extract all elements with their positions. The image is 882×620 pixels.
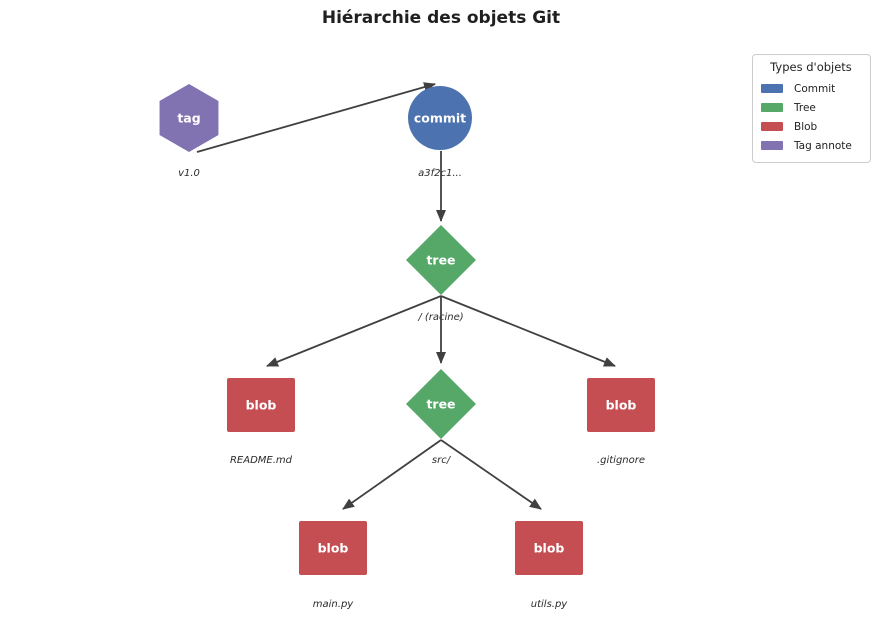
node-label-blob-main: blob bbox=[318, 541, 349, 556]
node-label-blob-utils: blob bbox=[534, 541, 565, 556]
node-blob-main: blob bbox=[299, 521, 367, 575]
blob-rect-shape bbox=[587, 378, 655, 432]
legend-swatch-icon bbox=[761, 141, 783, 150]
nodes-layer: tag commit tree blob tree blob blob blob bbox=[159, 84, 655, 575]
legend-item-tree: Tree bbox=[761, 98, 861, 117]
legend-item-tag-annote: Tag annote bbox=[761, 136, 861, 155]
page-title: Hiérarchie des objets Git bbox=[321, 8, 561, 28]
edges-layer bbox=[196, 82, 616, 510]
blob-rect-shape bbox=[299, 521, 367, 575]
node-tree-src: tree bbox=[406, 369, 476, 439]
edge-tree-src-to-blob-utils bbox=[440, 439, 542, 510]
node-label-blob-gitignore: blob bbox=[606, 398, 637, 413]
node-label-tree-root: tree bbox=[426, 253, 455, 268]
legend-item-label: Commit bbox=[794, 82, 836, 95]
legend-item-label: Blob bbox=[794, 120, 818, 133]
legend-swatch-icon bbox=[761, 84, 783, 93]
node-sublabel-commit: a3f2c1... bbox=[418, 168, 462, 179]
node-sublabel-tag: v1.0 bbox=[178, 168, 200, 179]
edge-tree-root-to-blob-gitignore bbox=[440, 295, 616, 367]
node-sublabel-blob-gitignore: .gitignore bbox=[597, 455, 645, 466]
node-commit: commit bbox=[408, 86, 472, 150]
legend-item-label: Tag annote bbox=[794, 139, 852, 152]
node-sublabel-blob-utils: utils.py bbox=[531, 599, 569, 610]
node-sublabel-blob-main: main.py bbox=[313, 599, 355, 610]
node-tree-root: tree bbox=[406, 225, 476, 295]
legend-item-commit: Commit bbox=[761, 79, 861, 98]
legend-swatch-icon bbox=[761, 103, 783, 112]
node-blob-gitignore: blob bbox=[587, 378, 655, 432]
edge-tree-src-to-blob-main bbox=[342, 439, 442, 510]
legend-title: Types d'objets bbox=[770, 60, 852, 74]
tree-diamond-shape bbox=[406, 369, 476, 439]
node-sublabel-tree-src: src/ bbox=[432, 455, 452, 466]
node-tag: tag bbox=[159, 84, 219, 152]
node-blob-readme: blob bbox=[227, 378, 295, 432]
node-label-commit: commit bbox=[414, 111, 466, 126]
node-blob-utils: blob bbox=[515, 521, 583, 575]
tag-hexagon-shape bbox=[159, 84, 219, 152]
legend-swatch-icon bbox=[761, 122, 783, 131]
legend-item-label: Tree bbox=[794, 101, 816, 114]
tree-diamond-shape bbox=[406, 225, 476, 295]
node-label-tag: tag bbox=[177, 111, 200, 126]
node-label-blob-readme: blob bbox=[246, 398, 277, 413]
node-label-tree-src: tree bbox=[426, 397, 455, 412]
legend-item-blob: Blob bbox=[761, 117, 861, 136]
blob-rect-shape bbox=[515, 521, 583, 575]
edge-tree-root-to-blob-readme bbox=[266, 295, 442, 367]
commit-circle-shape bbox=[408, 86, 472, 150]
node-sublabel-blob-readme: README.md bbox=[230, 455, 293, 466]
blob-rect-shape bbox=[227, 378, 295, 432]
edge-tag-to-commit bbox=[196, 82, 436, 153]
